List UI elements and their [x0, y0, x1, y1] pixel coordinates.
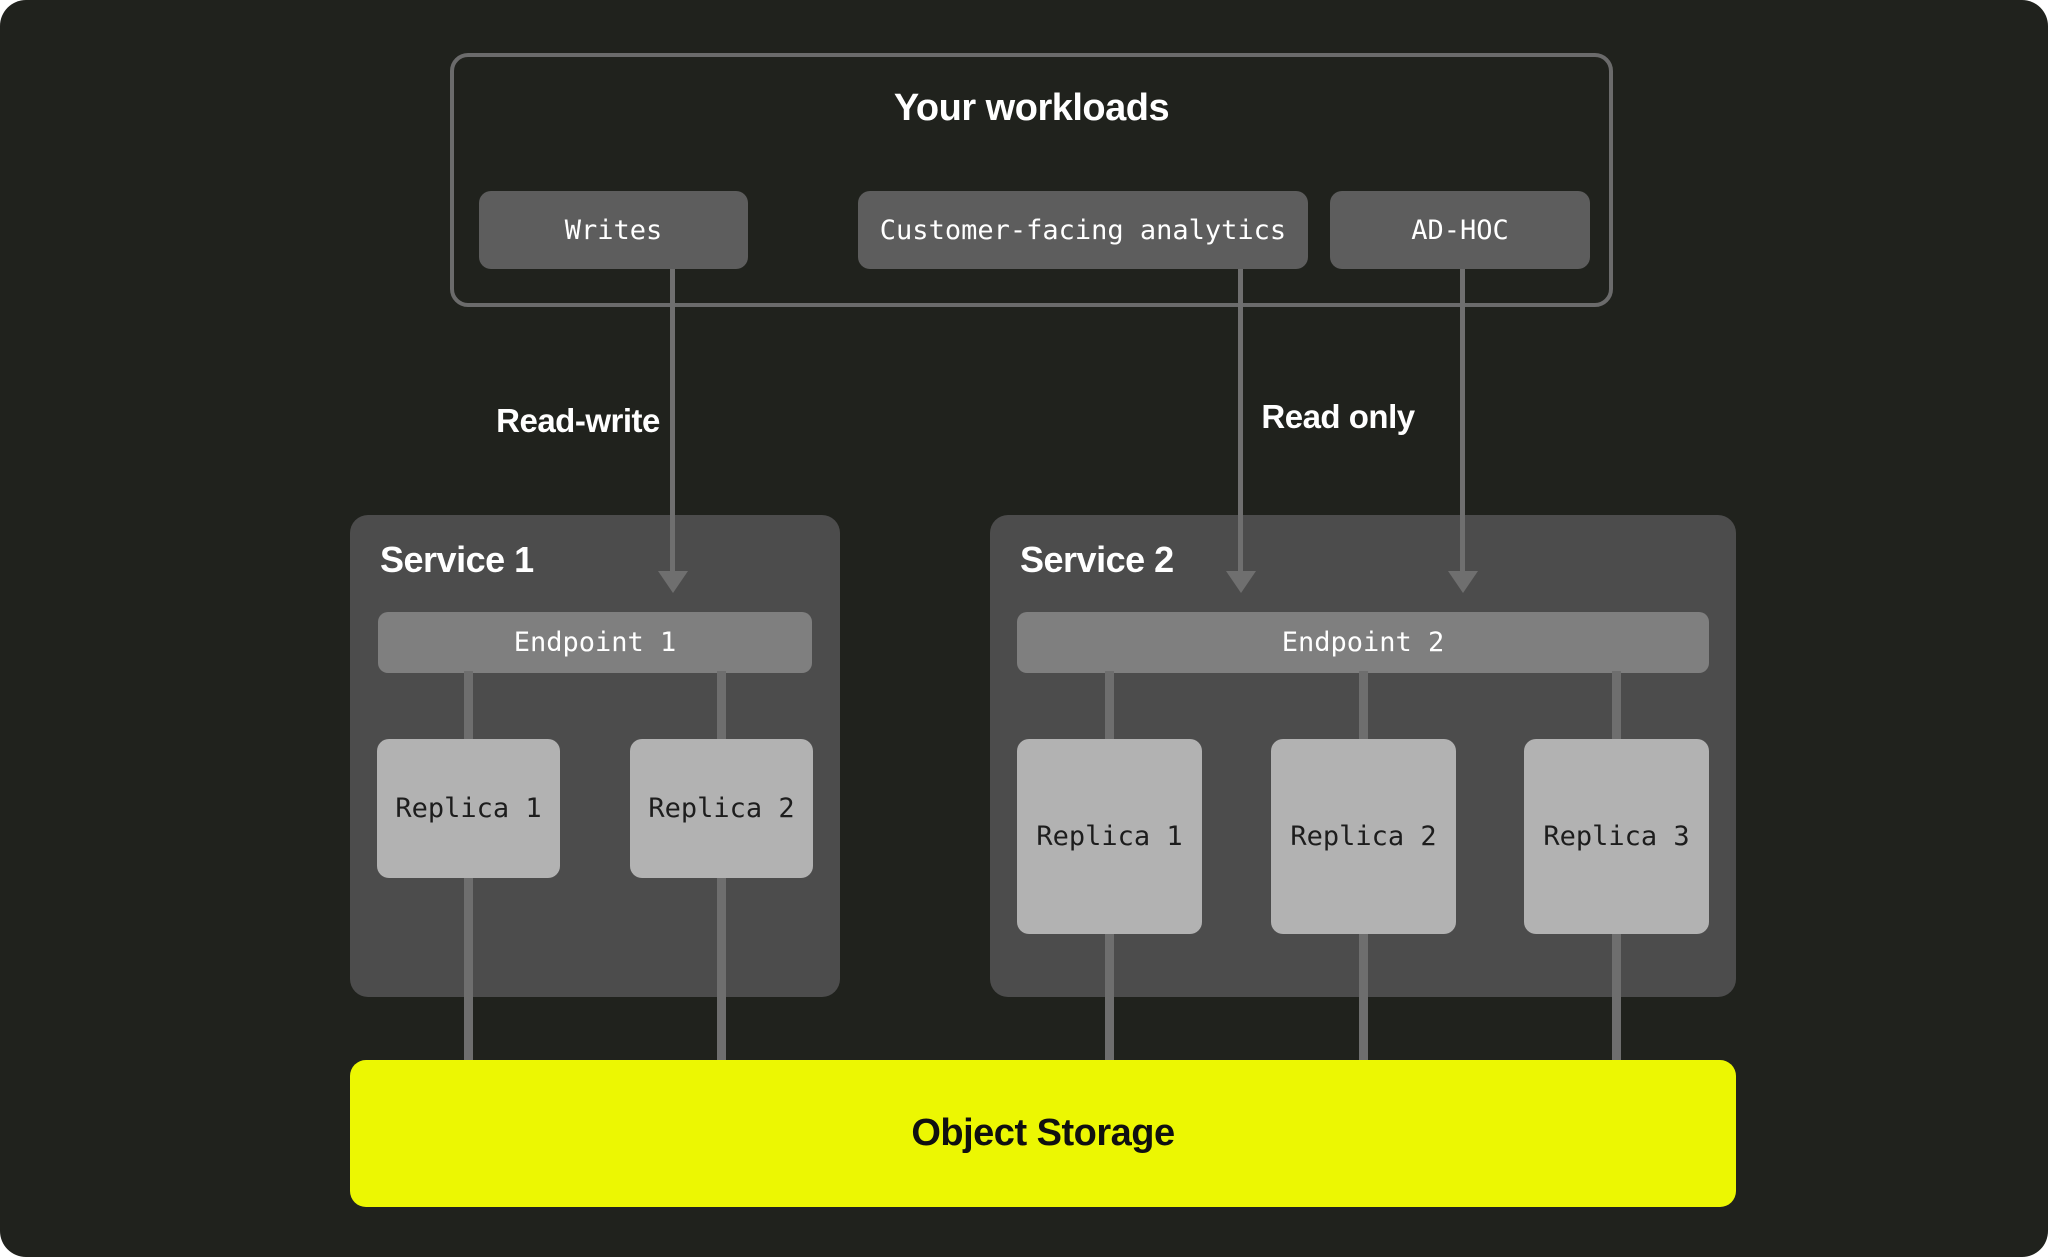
arrowhead-down-icon [1448, 571, 1478, 593]
object-storage-bar: Object Storage [350, 1060, 1736, 1207]
arrow-analytics-to-endpoint2 [1238, 269, 1243, 573]
arrowhead-down-icon [1226, 571, 1256, 593]
workloads-title: Your workloads [893, 87, 1170, 129]
workload-chip-writes: Writes [479, 191, 748, 269]
endpoint-1: Endpoint 1 [378, 612, 812, 673]
service-2-replica-1: Replica 1 [1017, 739, 1202, 934]
service-2-replica-2: Replica 2 [1271, 739, 1456, 934]
endpoint-2: Endpoint 2 [1017, 612, 1709, 673]
service-1-panel: Service 1 Endpoint 1 Replica 1 Replica 2 [350, 515, 840, 997]
service-2-replica-3: Replica 3 [1524, 739, 1709, 934]
object-storage-label: Object Storage [911, 1112, 1175, 1154]
workload-chip-ad-hoc: AD-HOC [1330, 191, 1590, 269]
workload-chip-customer-facing-analytics: Customer-facing analytics [858, 191, 1308, 269]
arrow-writes-to-endpoint1 [670, 269, 675, 573]
read-only-label: Read only [1261, 398, 1415, 435]
arrow-adhoc-to-endpoint2 [1460, 269, 1465, 573]
service-2-panel: Service 2 Endpoint 2 Replica 1 Replica 2… [990, 515, 1736, 997]
read-write-label: Read-write [496, 402, 660, 439]
service-1-replica-2: Replica 2 [630, 739, 813, 878]
workloads-group: Your workloads Writes Customer-facing an… [450, 53, 1613, 307]
arrowhead-down-icon [658, 571, 688, 593]
service-2-title: Service 2 [1020, 539, 1174, 580]
service-1-replica-1: Replica 1 [377, 739, 560, 878]
service-1-title: Service 1 [380, 539, 534, 580]
